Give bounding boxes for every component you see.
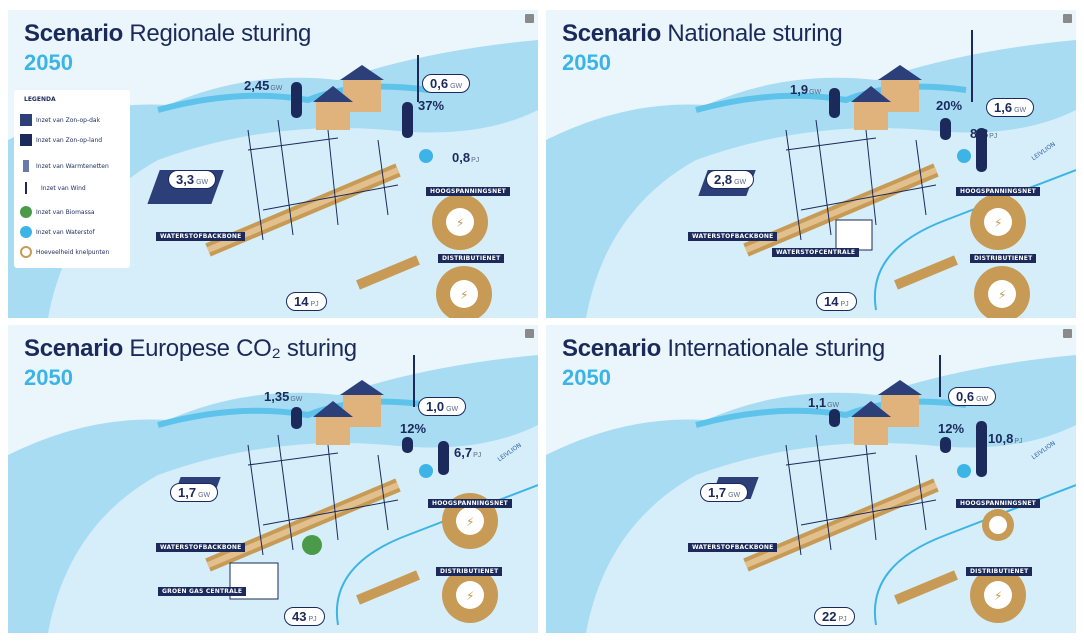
corner-marker [525, 14, 534, 23]
solar-roof-value: 1,35GW [264, 389, 303, 404]
backbone-label: WATERSTOFBACKBONE [156, 232, 246, 241]
map-illustration: ⚡ [546, 325, 1076, 633]
svg-text:⚡: ⚡ [456, 216, 464, 230]
map-illustration: ⚡ ⚡ [546, 10, 1076, 318]
hydrogen-value: 10,8PJ [988, 431, 1023, 446]
svg-text:⚡: ⚡ [466, 589, 474, 603]
heat-value: 12% [400, 421, 427, 436]
backbone-label: WATERSTOFBACKBONE [688, 543, 778, 552]
scenario-panel-national: ⚡ ⚡ Scenario Nationale sturing 2050 1,9G… [546, 10, 1076, 318]
hydrogen-value: 6,7PJ [454, 445, 482, 460]
svg-text:⚡: ⚡ [466, 515, 474, 529]
hydrogen-value: 8,8PJ [970, 126, 998, 141]
corner-marker [1063, 329, 1072, 338]
legend-item: Inzet van Warmtenetten [20, 160, 109, 172]
legend: LEGENDA Inzet van Zon-op-dak Inzet van Z… [14, 90, 130, 268]
scenario-year: 2050 [24, 50, 73, 75]
svg-text:⚡: ⚡ [994, 216, 1002, 230]
svg-text:⚡: ⚡ [460, 288, 468, 302]
distribution-label: DISTRIBUTIENET [970, 254, 1037, 263]
highvoltage-label: HOOGSPANNINGSNET [428, 499, 512, 508]
distribution-label: DISTRIBUTIENET [966, 567, 1033, 576]
corner-marker [525, 329, 534, 338]
hydrogen-value: 0,8PJ [452, 150, 480, 165]
plant-label: WATERSTOFCENTRALE [772, 248, 860, 257]
legend-item: Inzet van Waterstof [20, 226, 95, 238]
heat-value: 37% [418, 98, 445, 113]
highvoltage-label: HOOGSPANNINGSNET [956, 187, 1040, 196]
highvoltage-label: HOOGSPANNINGSNET [956, 499, 1040, 508]
legend-item: Inzet van Zon-op-land [20, 134, 102, 146]
legend-item: Inzet van Biomassa [20, 206, 95, 218]
backbone-label: WATERSTOFBACKBONE [156, 543, 246, 552]
solar-roof-value: 2,45GW [244, 78, 283, 93]
scenario-title: Scenario Europese CO₂ sturing [24, 335, 357, 362]
scenario-panel-european: ⚡ ⚡ Scenario Europese CO₂ sturing 2050 1… [8, 325, 538, 633]
backbone-label: WATERSTOFBACKBONE [688, 232, 778, 241]
heat-value: 12% [938, 421, 965, 436]
legend-item: Hoeveelheid knelpunten [20, 246, 109, 258]
distribution-label: DISTRIBUTIENET [436, 567, 503, 576]
heat-value: 20% [936, 98, 963, 113]
solar-roof-value: 1,9GW [790, 82, 822, 97]
bottleneck-icon [20, 246, 32, 258]
thermometer-icon [23, 160, 29, 172]
scenario-title: Scenario Regionale sturing [24, 20, 312, 47]
scenario-title: Scenario Internationale sturing [562, 335, 885, 362]
scenario-panel-international: ⚡ Scenario Internationale sturing 2050 1… [546, 325, 1076, 633]
wind-turbine-icon [25, 182, 37, 194]
biomass-icon [20, 206, 32, 218]
svg-text:⚡: ⚡ [994, 589, 1002, 603]
plant-label: GROEN GAS CENTRALE [158, 587, 247, 596]
scenario-year: 2050 [562, 365, 611, 390]
svg-text:⚡: ⚡ [998, 288, 1006, 302]
map-illustration: ⚡ ⚡ [8, 10, 538, 318]
legend-title: LEGENDA [24, 96, 56, 103]
solar-roof-icon [20, 114, 32, 126]
legend-item: Inzet van Wind [20, 182, 86, 194]
scenario-year: 2050 [562, 50, 611, 75]
legend-item: Inzet van Zon-op-dak [20, 114, 100, 126]
solar-roof-value: 1,1GW [808, 395, 840, 410]
solar-land-icon [20, 134, 32, 146]
hydrogen-icon [20, 226, 32, 238]
distribution-label: DISTRIBUTIENET [438, 254, 505, 263]
highvoltage-label: HOOGSPANNINGSNET [426, 187, 510, 196]
map-illustration: ⚡ ⚡ [8, 325, 538, 633]
scenario-year: 2050 [24, 365, 73, 390]
corner-marker [1063, 14, 1072, 23]
scenario-title: Scenario Nationale sturing [562, 20, 843, 47]
scenario-panel-regional: ⚡ ⚡ Scenario Regionale sturing 2050 2,45… [8, 10, 538, 318]
